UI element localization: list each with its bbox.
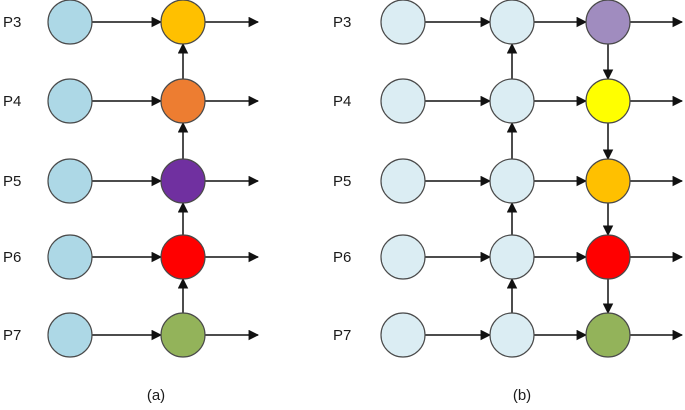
node-b-P3-col0 bbox=[380, 0, 426, 45]
node-b-P4-col0 bbox=[380, 78, 426, 124]
caption-a: (a) bbox=[147, 387, 165, 404]
node-a-P4-col0 bbox=[47, 78, 93, 124]
node-b-P6-col2 bbox=[585, 234, 631, 280]
node-b-P7-col0 bbox=[380, 312, 426, 358]
level-label-a-P6: P6 bbox=[3, 249, 21, 266]
node-b-P7-col2 bbox=[585, 312, 631, 358]
level-label-a-P7: P7 bbox=[3, 327, 21, 344]
node-a-P6-col1 bbox=[160, 234, 206, 280]
level-label-a-P3: P3 bbox=[3, 14, 21, 31]
level-label-a-P5: P5 bbox=[3, 173, 21, 190]
level-label-b-P6: P6 bbox=[333, 249, 351, 266]
level-label-a-P4: P4 bbox=[3, 93, 21, 110]
level-label-b-P3: P3 bbox=[333, 14, 351, 31]
node-a-P5-col0 bbox=[47, 158, 93, 204]
node-b-P7-col1 bbox=[489, 312, 535, 358]
node-a-P7-col0 bbox=[47, 312, 93, 358]
node-b-P6-col0 bbox=[380, 234, 426, 280]
node-b-P6-col1 bbox=[489, 234, 535, 280]
node-a-P5-col1 bbox=[160, 158, 206, 204]
level-label-b-P5: P5 bbox=[333, 173, 351, 190]
node-b-P5-col1 bbox=[489, 158, 535, 204]
caption-b: (b) bbox=[513, 387, 531, 404]
node-b-P3-col1 bbox=[489, 0, 535, 45]
node-a-P3-col0 bbox=[47, 0, 93, 45]
node-a-P4-col1 bbox=[160, 78, 206, 124]
node-b-P5-col2 bbox=[585, 158, 631, 204]
level-label-b-P7: P7 bbox=[333, 327, 351, 344]
node-a-P6-col0 bbox=[47, 234, 93, 280]
node-b-P4-col1 bbox=[489, 78, 535, 124]
node-a-P3-col1 bbox=[160, 0, 206, 45]
node-b-P5-col0 bbox=[380, 158, 426, 204]
node-a-P7-col1 bbox=[160, 312, 206, 358]
node-b-P4-col2 bbox=[585, 78, 631, 124]
node-b-P3-col2 bbox=[585, 0, 631, 45]
level-label-b-P4: P4 bbox=[333, 93, 351, 110]
